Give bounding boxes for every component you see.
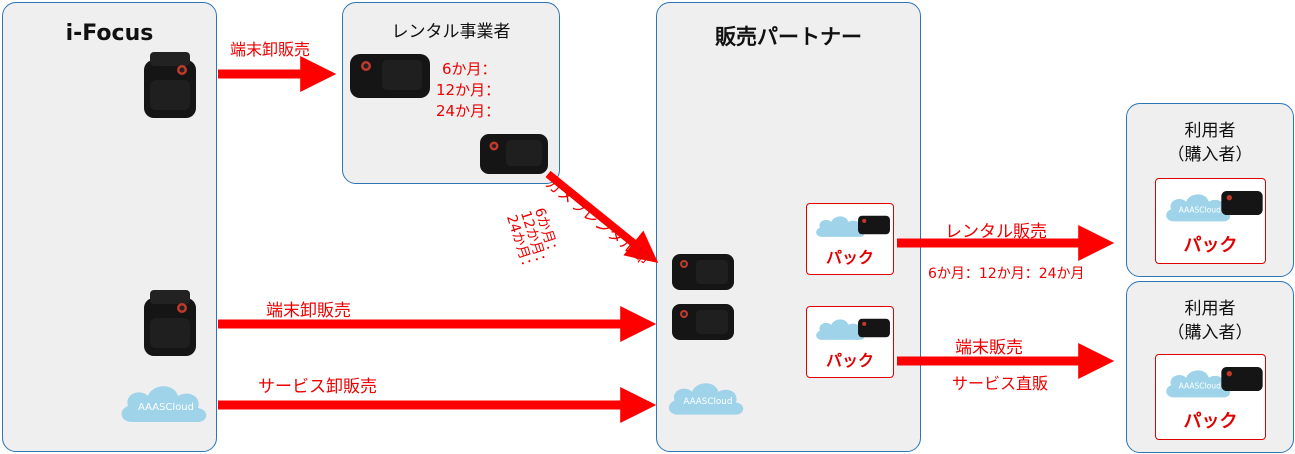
pack-device: パック — [806, 306, 894, 378]
camera-icon — [858, 215, 890, 235]
label-service-direct: サービス直販 — [952, 374, 1049, 393]
cloud-logo-text: AAASCloud — [683, 397, 732, 407]
camera-icon — [144, 52, 196, 118]
label-device-sales: 端末販売 — [955, 338, 1023, 358]
user-top-title-1: 利用者 — [1184, 121, 1236, 141]
user-top-title-2: （購入者） — [1167, 145, 1253, 165]
camera-icon — [672, 254, 734, 290]
pack-label: パック — [825, 248, 874, 267]
camera-icon — [1221, 367, 1263, 391]
camera-icon — [672, 304, 734, 340]
cloud-logo-text: AAASCloud — [138, 402, 194, 413]
label-device-wholesale: 端末卸販売 — [266, 301, 351, 321]
arrow-camera-rental — [545, 170, 659, 264]
pack-label: パック — [1183, 411, 1238, 432]
cloud-icon: AAASCloud — [668, 383, 744, 415]
pack-rental: パック — [806, 203, 894, 275]
ifocus-title: i-Focus — [65, 21, 154, 46]
label-service-wholesale: サービス卸販売 — [258, 377, 377, 397]
cloud-logo-text: AAASCloud — [1179, 205, 1221, 214]
rental-term-12: 12か月： — [436, 81, 501, 99]
label-top-wholesale: 端末卸販売 — [230, 40, 311, 59]
camera-icon — [1221, 191, 1263, 215]
partner-title: 販売パートナー — [715, 25, 862, 49]
user-bottom-title-1: 利用者 — [1184, 299, 1236, 319]
cloud-icon — [816, 216, 865, 237]
label-rental-periods: 6か月：12か月：24か月 — [928, 266, 1085, 282]
camera-icon — [480, 134, 548, 174]
pack-label: パック — [1183, 235, 1238, 256]
user-top-box: 利用者 （購入者） — [1126, 103, 1294, 277]
rental-term-6: 6か月： — [442, 60, 497, 78]
camera-icon — [144, 290, 196, 356]
cloud-icon: AAASCloud — [121, 386, 207, 422]
cloud-icon — [816, 319, 865, 340]
cloud-icon: AAASCloud — [1166, 370, 1231, 398]
camera-icon — [350, 54, 430, 98]
pack-user-bottom: AAASCloud パック — [1155, 354, 1266, 440]
user-bottom-title-2: （購入者） — [1167, 323, 1253, 343]
camera-icon — [858, 318, 890, 338]
rental-term-24: 24か月： — [436, 102, 501, 120]
pack-label: パック — [825, 351, 874, 370]
cloud-logo-text: AAASCloud — [1179, 381, 1221, 390]
cloud-icon: AAASCloud — [1166, 194, 1231, 222]
rental-operator-title: レンタル事業者 — [391, 22, 511, 42]
pack-user-top: AAASCloud パック — [1155, 178, 1266, 264]
label-rental-sales: レンタル販売 — [945, 222, 1047, 242]
